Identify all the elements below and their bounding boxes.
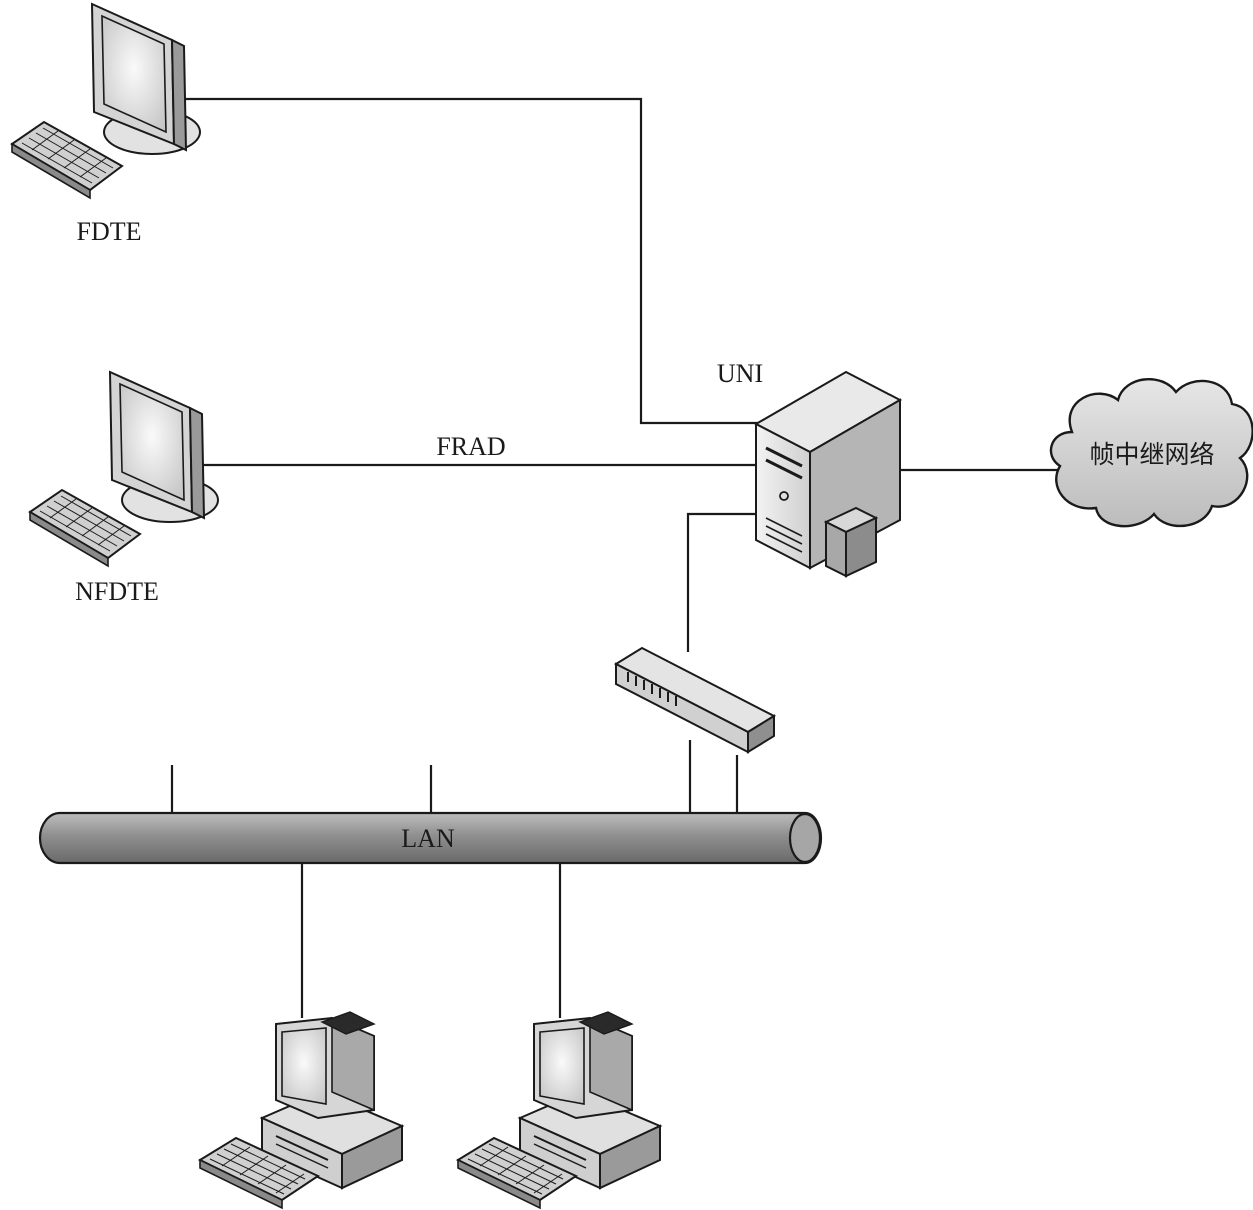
lan-pc-1 bbox=[199, 1011, 403, 1209]
desktop-computer-icon bbox=[199, 1011, 403, 1209]
lan-pc-2 bbox=[457, 1011, 661, 1209]
wire-hub-to-frad bbox=[686, 512, 760, 652]
server-tower-icon bbox=[753, 370, 903, 578]
wire-fdte-to-frad bbox=[182, 97, 760, 425]
monitor-keyboard-icon bbox=[11, 3, 201, 199]
fdte-label: FDTE bbox=[77, 217, 142, 246]
lan-label: LAN bbox=[401, 824, 455, 853]
network-hub-icon bbox=[613, 646, 777, 754]
frad-label: FRAD bbox=[436, 432, 505, 461]
monitor-keyboard-icon bbox=[29, 371, 219, 567]
nfdte-workstation: NFDTE bbox=[29, 371, 219, 606]
desktop-computer-icon bbox=[457, 1011, 661, 1209]
uni-label: UNI bbox=[717, 359, 763, 388]
network-hub bbox=[613, 646, 777, 754]
connections bbox=[170, 97, 1058, 1018]
nfdte-label: NFDTE bbox=[75, 577, 159, 606]
lan-bus: LAN bbox=[38, 811, 823, 865]
cloud-icon bbox=[1049, 378, 1253, 528]
cloud-label: 帧中继网络 bbox=[1089, 440, 1214, 469]
frad-device: UNI bbox=[717, 359, 903, 578]
fdte-workstation: FDTE bbox=[11, 3, 201, 246]
frame-relay-network: 帧中继网络 bbox=[1049, 378, 1253, 528]
